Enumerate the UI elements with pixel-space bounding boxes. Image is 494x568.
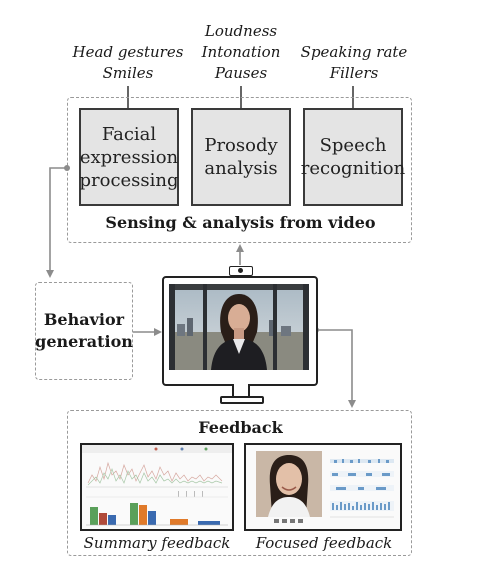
cue-line: Loudness <box>204 22 278 40</box>
module-prosody: Prosody analysis <box>191 108 291 206</box>
behavior-generation-box: Behavior generation <box>35 282 133 380</box>
feedback-title: Feedback <box>198 418 283 437</box>
focused-feedback-screenshot <box>244 443 402 531</box>
module-line: processing <box>79 169 179 191</box>
module-speech-recognition: Speech recognition <box>300 108 406 206</box>
monitor <box>162 276 318 386</box>
cue-line: Smiles <box>102 64 154 82</box>
arrow-sensing-to-behavior <box>46 165 70 278</box>
module-line: expression <box>79 146 179 168</box>
module-line: Speech <box>319 135 387 156</box>
webcam <box>229 266 253 276</box>
monitor-base <box>220 396 264 404</box>
module-line: recognition <box>300 158 406 179</box>
module-line: Facial <box>101 123 157 145</box>
cue-line: Speaking rate <box>300 43 408 61</box>
focused-feedback-caption: Focused feedback <box>255 534 393 552</box>
focused-feedback-thumbnail <box>246 445 400 529</box>
feedback-region <box>67 410 412 556</box>
arrow-monitor-to-feedback <box>313 327 356 408</box>
virtual-agent-scene <box>169 284 309 370</box>
cue-line: Fillers <box>329 64 379 82</box>
behavior-line: Behavior <box>43 310 125 329</box>
summary-feedback-caption: Summary feedback <box>83 534 231 552</box>
cue-line: Pauses <box>214 64 268 82</box>
cue-label-prosody: Loudness Intonation Pauses <box>186 21 296 84</box>
monitor-neck <box>232 384 250 397</box>
cue-line: Intonation <box>201 43 281 61</box>
module-line: analysis <box>204 158 278 179</box>
webcam-lens <box>238 268 243 273</box>
module-facial-expression: Facial expression processing <box>79 108 179 206</box>
summary-feedback-screenshot <box>80 443 234 531</box>
sensing-title: Sensing & analysis from video <box>105 213 376 232</box>
behavior-line: generation <box>35 332 133 351</box>
module-line: Prosody <box>204 135 278 156</box>
cue-label-facial: Head gestures Smiles <box>72 42 184 84</box>
cue-label-speech: Speaking rate Fillers <box>298 42 410 84</box>
cue-line: Head gestures <box>72 43 184 61</box>
summary-feedback-thumbnail <box>82 445 232 529</box>
